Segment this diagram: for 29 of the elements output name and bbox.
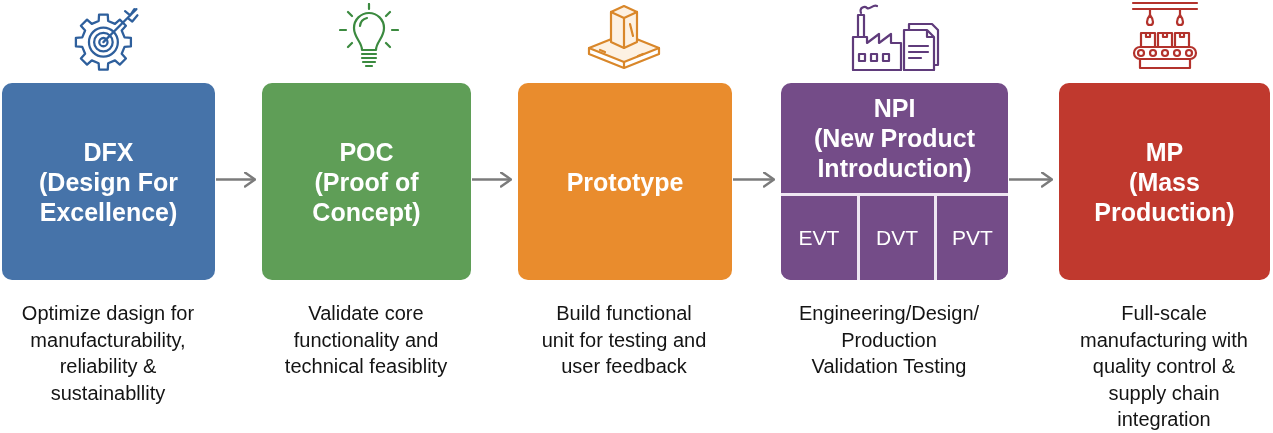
stage-subtitle: (Proof of Concept)	[311, 166, 422, 227]
stage-title: DFX	[83, 136, 134, 167]
stage-description: Full-scale manufacturing with quality control & supply chain integration	[1079, 301, 1249, 432]
stage-title: Prototype	[566, 166, 684, 197]
stage-box	[2, 83, 215, 280]
sub-phase-label: EVT	[798, 225, 840, 251]
phase-group-box	[781, 83, 1008, 280]
stage-subtitle: (Design For Excellence)	[38, 166, 179, 227]
stage-description: Build functional unit for testing and user feedback	[540, 301, 708, 379]
sub-phase-box	[934, 193, 1008, 280]
sub-phase-label: DVT	[876, 225, 918, 251]
arrow	[216, 171, 257, 188]
arrow	[733, 171, 776, 188]
stage-title: POC	[339, 136, 394, 167]
sub-phase-label: PVT	[952, 225, 993, 251]
stage-title: NPI	[873, 93, 916, 123]
stage-box	[262, 83, 471, 280]
stage-subtitle: (Mass Production)	[1093, 166, 1236, 227]
arrow	[472, 171, 513, 188]
sub-phase-box	[857, 193, 934, 280]
sub-phase-box	[781, 193, 857, 280]
stage-subtitle: (New Product Introduction)	[812, 123, 977, 183]
stage-description: Optimize dasign for manufacturability, reliability & sustainabllity	[20, 301, 196, 406]
stage-title: MP	[1145, 136, 1184, 167]
stage-description: Engineering/Design/ Production Validation Testing	[797, 301, 981, 379]
stage-description: Validate core functionality and technical feasiblity	[283, 301, 449, 379]
arrow	[1009, 171, 1054, 188]
stage-box	[518, 83, 732, 280]
stage-box	[1059, 83, 1270, 280]
